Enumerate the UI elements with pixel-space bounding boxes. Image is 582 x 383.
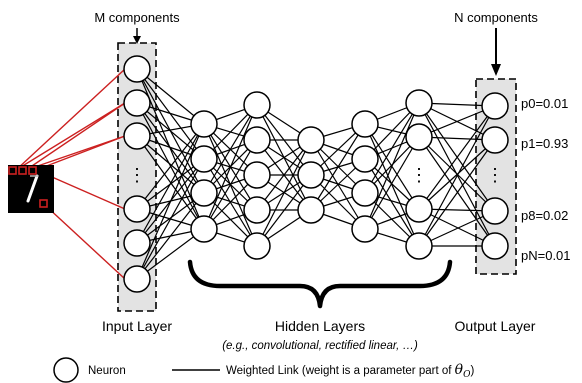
- weighted-link: [310, 123, 366, 211]
- input-layer-label: Input Layer: [102, 318, 172, 334]
- output-prob-p1: p1=0.93: [521, 136, 568, 151]
- pixel-marker: [28, 166, 37, 175]
- weighted-link: [418, 105, 496, 210]
- hidden4-neuron: [351, 215, 379, 243]
- hidden1-neuron: [190, 145, 218, 173]
- input-neuron: [123, 265, 151, 293]
- weighted-link: [256, 174, 312, 247]
- weighted-link: [418, 136, 496, 247]
- weighted-link: [203, 139, 258, 230]
- weighted-link: [136, 158, 205, 280]
- pixel-marker: [8, 166, 17, 175]
- hidden2-neuron: [243, 196, 271, 224]
- weighted-link: [203, 104, 258, 230]
- input-neuron: [123, 195, 151, 223]
- weighted-link: [136, 228, 205, 280]
- hidden2-neuron: [243, 161, 271, 189]
- weighted-link: [256, 139, 312, 211]
- output-neuron: [481, 232, 509, 260]
- n-arrowhead: [491, 64, 501, 76]
- hidden2-neuron: [243, 232, 271, 260]
- weighted-link: [418, 139, 496, 210]
- hidden1-neuron: [190, 179, 218, 207]
- input-neuron: [123, 122, 151, 150]
- hidden2-neuron: [243, 91, 271, 119]
- input-neuron: [123, 55, 151, 83]
- weighted-link: [136, 123, 205, 280]
- weighted-link: [418, 139, 496, 247]
- hidden3-neuron: [297, 161, 325, 189]
- input-neuron: [123, 229, 151, 257]
- pixel-marker: [18, 166, 27, 175]
- legend-neuron-label: Neuron: [88, 365, 126, 377]
- hidden4-neuron: [351, 145, 379, 173]
- weighted-link: [364, 158, 420, 247]
- pixel-link: [35, 135, 126, 171]
- output-neuron: [481, 197, 509, 225]
- hidden5-neuron: [405, 123, 433, 151]
- pixel-link: [15, 68, 126, 171]
- legend-link-label: Weighted Link (weight is a parameter par…: [226, 362, 474, 380]
- hidden-layers-note: (e.g., convolutional, rectified linear, …: [222, 340, 418, 352]
- hidden5-neuron: [405, 89, 433, 117]
- weighted-link: [136, 123, 205, 210]
- hidden1-neuron: [190, 110, 218, 138]
- output-ellipsis: ⋮: [486, 165, 504, 185]
- output-prob-pN: pN=0.01: [521, 248, 571, 263]
- legend-neuron-icon: [53, 357, 79, 383]
- weighted-link: [136, 68, 205, 125]
- pixel-link: [45, 205, 126, 280]
- hidden2-neuron: [243, 126, 271, 154]
- pixel-link: [15, 102, 126, 171]
- hidden-layers-brace: [187, 259, 453, 309]
- output-layer-label: Output Layer: [455, 318, 536, 334]
- weighted-link: [203, 104, 258, 194]
- pixel-marker: [39, 199, 48, 208]
- n-components-label: N components: [454, 10, 538, 25]
- weighted-link: [418, 210, 496, 247]
- hidden5-neuron: [405, 195, 433, 223]
- weighted-link: [364, 102, 420, 230]
- weighted-link: [136, 192, 205, 280]
- output-neuron: [481, 92, 509, 120]
- weighted-link: [256, 139, 312, 247]
- m-components-label: M components: [94, 10, 180, 25]
- m-arrowhead: [133, 36, 141, 44]
- hidden4-neuron: [351, 179, 379, 207]
- weighted-link: [136, 135, 205, 194]
- weighted-link: [418, 105, 496, 247]
- hidden-layers-label: Hidden Layers: [275, 318, 365, 334]
- output-prob-p8: p8=0.02: [521, 208, 568, 223]
- hidden3-neuron: [297, 126, 325, 154]
- output-prob-p0: p0=0.01: [521, 96, 568, 111]
- weighted-link: [418, 208, 496, 247]
- pixel-link: [25, 102, 126, 171]
- hidden-ellipsis: ⋮: [410, 165, 428, 185]
- weighted-link: [364, 136, 420, 230]
- input-digit-image: [8, 165, 54, 213]
- output-neuron: [481, 126, 509, 154]
- weighted-link: [136, 123, 205, 244]
- hidden5-neuron: [405, 232, 433, 260]
- hidden1-neuron: [190, 215, 218, 243]
- input-ellipsis: ⋮: [128, 165, 146, 185]
- hidden4-neuron: [351, 110, 379, 138]
- neurons: [123, 55, 509, 293]
- hidden3-neuron: [297, 196, 325, 224]
- input-neuron: [123, 89, 151, 117]
- weighted-link: [364, 102, 420, 194]
- weighted-link: [364, 123, 420, 247]
